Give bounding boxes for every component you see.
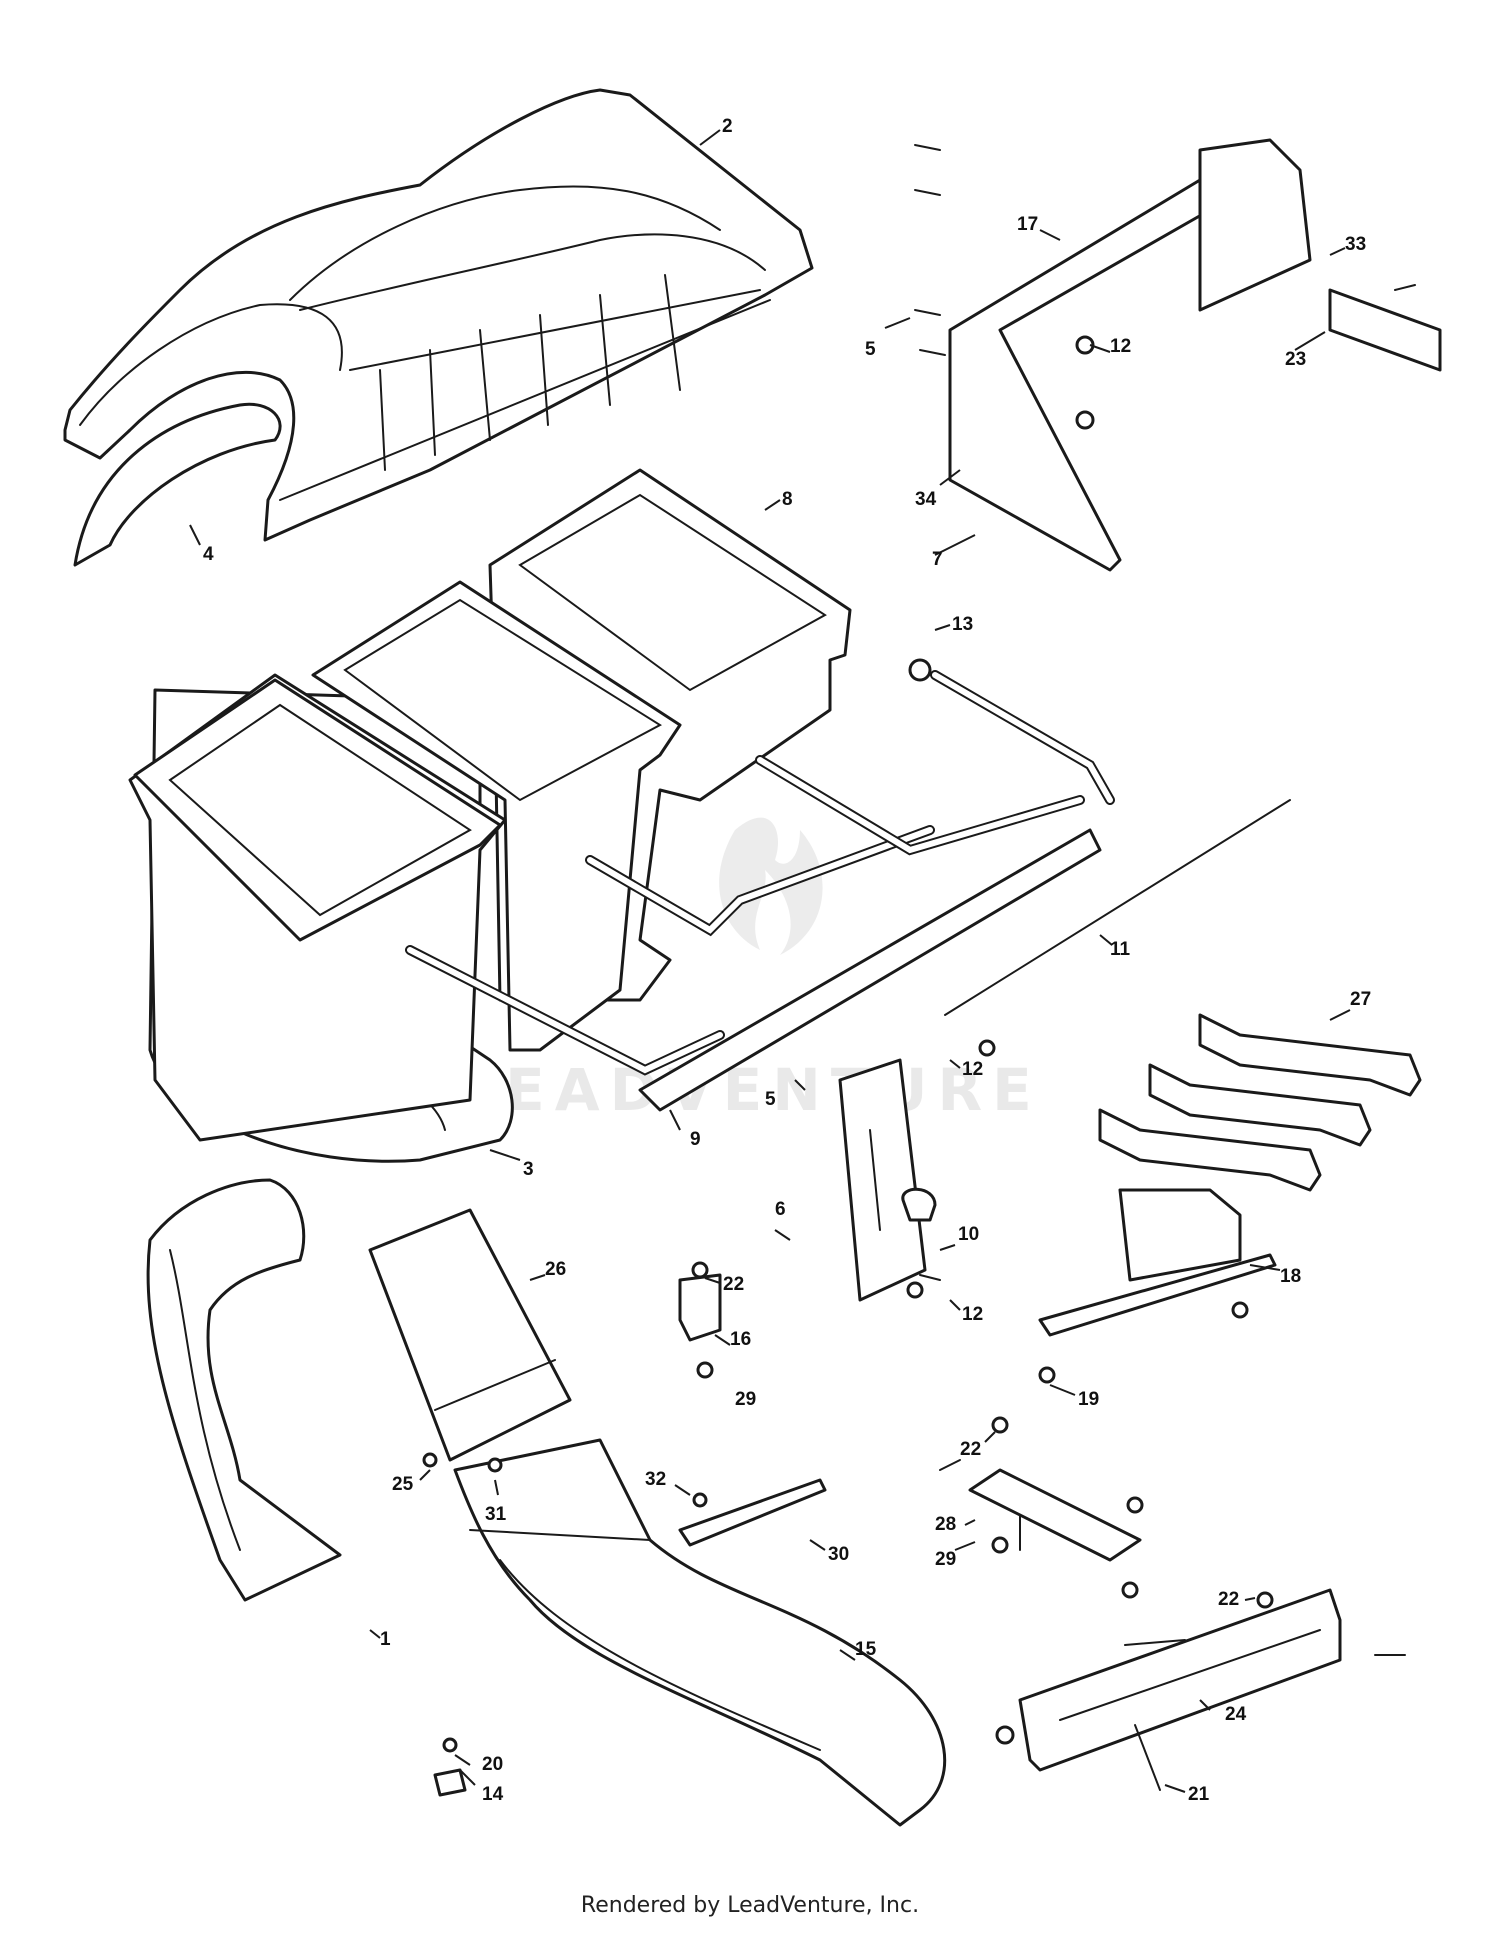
watermark: LEADVENTURE [458, 817, 1042, 1124]
watermark-text: LEADVENTURE [458, 1056, 1042, 1124]
callout-4: 4 [203, 544, 214, 565]
callout-24: 24 [1225, 1704, 1247, 1725]
callout-29-right: 29 [935, 1549, 956, 1570]
callout-32: 32 [645, 1469, 666, 1490]
callout-5-lower: 5 [765, 1089, 776, 1110]
part-18-bracket [1038, 1188, 1277, 1337]
part-15-chute [453, 1438, 947, 1827]
callout-33: 33 [1345, 234, 1366, 255]
callout-11: 11 [1110, 939, 1131, 960]
callout-6: 6 [775, 1199, 786, 1220]
callout-26: 26 [545, 1259, 566, 1280]
callout-19: 19 [1078, 1389, 1099, 1410]
callout-22-upper: 22 [723, 1274, 744, 1295]
callout-22-middle: 22 [960, 1439, 981, 1460]
part-8-bins [128, 468, 852, 1142]
part-30-strap [678, 1478, 827, 1547]
callout-27: 27 [1350, 989, 1371, 1010]
callout-labels: 1 2 3 4 5 5 6 7 8 9 10 11 12 12 12 13 14… [203, 116, 1371, 1805]
callout-14: 14 [482, 1784, 504, 1805]
callout-3: 3 [523, 1159, 534, 1180]
part-1-chute [146, 1178, 342, 1602]
callout-21: 21 [1188, 1784, 1210, 1805]
part-10-plate [838, 1058, 937, 1302]
callout-5-upper: 5 [865, 339, 876, 360]
callout-8: 8 [782, 489, 793, 510]
callout-23: 23 [1285, 349, 1306, 370]
part-17-34-brackets [948, 138, 1442, 572]
callout-12-lower: 12 [962, 1304, 983, 1325]
callout-29-left: 29 [735, 1389, 756, 1410]
part-24-bumper [1018, 1588, 1342, 1772]
callout-leaders [189, 129, 1351, 1793]
part-9-frame [405, 670, 1115, 1112]
part-11-rod [944, 799, 1291, 1016]
part-16-latch [678, 1273, 722, 1342]
part-27-blades [1098, 1013, 1422, 1192]
part-4-deflector [73, 402, 282, 567]
callout-18: 18 [1280, 1266, 1301, 1287]
callout-2: 2 [722, 116, 733, 137]
callout-1: 1 [380, 1629, 391, 1650]
callout-12-upper: 12 [1110, 336, 1131, 357]
part-28-plate [968, 1468, 1142, 1562]
callout-16: 16 [730, 1329, 751, 1350]
callout-13: 13 [952, 614, 973, 635]
part-2-cover [63, 88, 814, 542]
callout-22-lower: 22 [1218, 1589, 1239, 1610]
callout-28: 28 [935, 1514, 956, 1535]
part-26-collar [368, 1208, 572, 1462]
callout-34: 34 [915, 489, 937, 510]
callout-7: 7 [932, 549, 943, 570]
callout-15: 15 [855, 1639, 877, 1660]
callout-20: 20 [482, 1754, 503, 1775]
callout-10: 10 [958, 1224, 979, 1245]
callout-25: 25 [392, 1474, 414, 1495]
callout-30: 30 [828, 1544, 849, 1565]
callout-17: 17 [1017, 214, 1038, 235]
callout-9: 9 [690, 1129, 701, 1150]
callout-12-middle: 12 [962, 1059, 983, 1080]
footer-credit: Rendered by LeadVenture, Inc. [580, 1893, 920, 1918]
hardware [422, 144, 1416, 1797]
callout-31: 31 [485, 1504, 507, 1525]
